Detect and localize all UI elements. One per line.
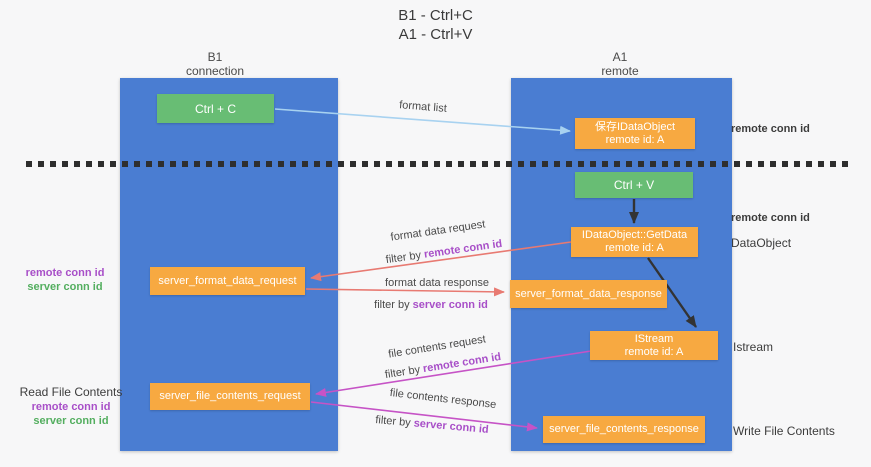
server-file-contents-response-box: server_file_contents_response [543,416,705,443]
server-format-data-response-box: server_format_data_response [510,280,667,308]
dataobject-annotation: DataObject [731,236,792,250]
save-idataobject-line2: remote id: A [605,133,665,146]
write-file-contents-annotation: Write File Contents [733,424,835,438]
server-format-data-response-label: server_format_data_response [515,287,662,300]
ctrl-c-label: Ctrl + C [194,101,236,116]
title-line-2: A1 - Ctrl+V [398,26,473,43]
format-data-response-label: format data response [385,277,489,289]
ctrl-c-box: Ctrl + C [157,94,274,123]
istream-line1: IStream [634,332,674,345]
title-line-1: B1 - Ctrl+C [398,7,473,24]
file-contents-response-label: file contents response [389,386,497,412]
ctrl-v-label: Ctrl + V [613,178,655,192]
istream-annotation: Istream [733,340,774,354]
getdata-line1: IDataObject::GetData [581,229,688,241]
server-file-contents-request-box: server_file_contents_request [150,383,310,410]
right-column-header: A1 remote [545,50,695,78]
dashed-separator-line [26,161,848,167]
remote-conn-id-annotation-left: remote conn id [25,267,105,279]
filter-by-text: filter by [374,414,415,430]
idataobject-getdata-box: IDataObject::GetData remote id: A [571,227,698,257]
server-format-data-request-label: server_format_data_request [158,274,297,287]
server-conn-id-key: server conn id [413,417,490,436]
format-data-request-filter-label: filter by remote conn id [385,238,503,266]
remote-conn-id-annotation-top: remote conn id [731,123,810,135]
server-conn-id-annotation-left: server conn id [27,281,103,293]
server-conn-id-annotation-bottom: server conn id [33,415,109,427]
left-column-name: B1 [207,50,223,64]
left-column-role: connection [185,64,245,78]
format-data-response-filter-label: filter by server conn id [374,299,488,311]
right-column-role: remote [601,64,639,78]
ctrl-v-box: Ctrl + V [575,172,693,198]
read-file-contents-annotations: Read File Contents remote conn id server… [15,385,127,428]
server-conn-id-key: server conn id [412,299,488,311]
diagram-title: B1 - Ctrl+C A1 - Ctrl+V [0,6,871,44]
left-conn-id-annotations: remote conn id server conn id [10,266,120,294]
remote-conn-id-key: remote conn id [423,237,503,261]
remote-conn-id-annotation-mid: remote conn id [731,212,810,224]
save-idataobject-line1: 保存IDataObject [594,120,676,133]
filter-by-text: filter by [374,299,413,311]
server-format-data-request-box: server_format_data_request [150,267,305,295]
server-file-contents-request-label: server_file_contents_request [159,390,301,402]
file-contents-response-filter-label: filter by server conn id [375,414,489,436]
remote-conn-id-annotation-bottom: remote conn id [31,401,111,413]
read-file-contents-annotation: Read File Contents [19,385,123,399]
filter-by-text: filter by [384,363,425,382]
save-idataobject-box: 保存IDataObject remote id: A [575,118,695,149]
istream-line2: remote id: A [624,345,684,358]
filter-by-text: filter by [385,248,425,267]
istream-box: IStream remote id: A [590,331,718,360]
remote-conn-id-key: remote conn id [422,350,502,376]
format-list-label: format list [398,99,448,115]
right-column-name: A1 [612,50,628,64]
getdata-line2: remote id: A [605,242,664,254]
server-file-contents-response-label: server_file_contents_response [549,423,699,435]
format-data-request-label: format data request [389,218,487,244]
left-column-header: B1 connection [140,50,290,78]
